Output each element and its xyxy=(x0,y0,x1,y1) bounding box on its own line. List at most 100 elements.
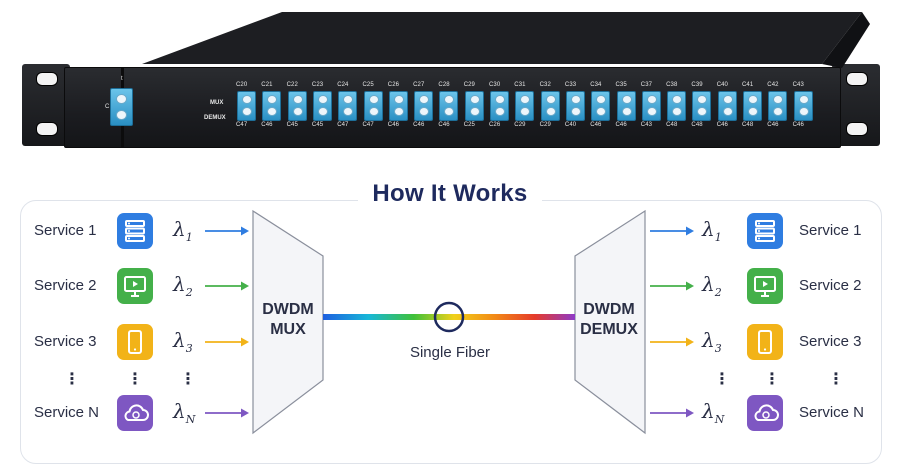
lc-duplex-port xyxy=(237,91,256,121)
mux-label-line1: DWDM xyxy=(262,301,314,318)
service-label-right: Service 2 xyxy=(799,277,862,294)
service-label-right: Service N xyxy=(799,404,865,421)
channel-label-bottom: C47 xyxy=(337,122,349,128)
lc-duplex-port xyxy=(515,91,535,121)
channel-label-top: C29 xyxy=(463,82,475,88)
lc-duplex-port xyxy=(641,91,661,121)
channel-label-bottom: C45 xyxy=(311,122,324,128)
channel-label-top: C27 xyxy=(413,82,425,88)
demux-label-line2: DEMUX xyxy=(580,321,638,338)
channel-label-bottom: C46 xyxy=(615,122,627,128)
lc-duplex-port xyxy=(262,91,282,121)
channel-label-bottom: C48 xyxy=(666,122,678,128)
vertical-ellipsis: ⋮ xyxy=(64,371,80,388)
channel-label-top: C43 xyxy=(792,82,804,88)
vertical-ellipsis: ⋮ xyxy=(828,371,844,388)
arrow-head xyxy=(241,281,249,291)
dwdm-demux-block xyxy=(574,209,646,435)
lambda-subscript: N xyxy=(714,413,725,426)
demux-label: DWDM DEMUX xyxy=(572,300,646,340)
lc-duplex-port xyxy=(692,91,712,121)
channel-label-bottom: C47 xyxy=(362,122,374,128)
channel-label-top: C38 xyxy=(666,82,678,88)
lambda-subscript: 3 xyxy=(185,342,193,355)
channel-label-top: C33 xyxy=(564,82,577,88)
channel-label-bottom: C40 xyxy=(564,122,577,128)
lc-duplex-port xyxy=(490,91,509,121)
channel-label-bottom: C46 xyxy=(387,122,400,128)
com-jack xyxy=(116,94,127,104)
server-icon xyxy=(747,213,783,249)
mux-side-label: MUX xyxy=(210,100,224,106)
lambda-subscript: 3 xyxy=(714,342,722,355)
arrow-head xyxy=(686,281,694,291)
lambda-label-left: λ3 xyxy=(173,328,193,355)
lambda-label-left: λ1 xyxy=(173,217,193,244)
arrow-head xyxy=(686,337,694,347)
demux-side-label: DEMUX xyxy=(204,115,226,121)
dwdm-mux-block xyxy=(252,209,324,435)
arrow-head xyxy=(686,408,694,418)
channel-label-top: C35 xyxy=(615,82,627,88)
lambda-label-left: λN xyxy=(173,399,196,426)
mount-hole xyxy=(846,72,868,86)
channel-label-top: C34 xyxy=(590,82,602,88)
channel-label-top: C31 xyxy=(514,82,526,88)
channel-label-top: C39 xyxy=(691,82,703,88)
service-label-left: Service 3 xyxy=(34,333,97,350)
lc-duplex-port xyxy=(565,91,585,121)
channel-label-bottom: C29 xyxy=(539,122,551,128)
lambda-label-right: λ1 xyxy=(702,217,722,244)
vertical-ellipsis: ⋮ xyxy=(764,371,780,388)
channel-label-bottom: C46 xyxy=(413,122,425,128)
mount-hole xyxy=(846,122,868,136)
channel-label-bottom: C46 xyxy=(438,122,450,128)
service-label-left: Service N xyxy=(34,404,100,421)
arrow-head xyxy=(686,226,694,236)
lc-duplex-port xyxy=(793,91,813,121)
channel-label-bottom: C29 xyxy=(514,122,526,128)
channel-label-top: C42 xyxy=(767,82,779,88)
lambda-label-right: λN xyxy=(702,399,725,426)
channel-label-bottom: C46 xyxy=(716,122,728,128)
channel-label-bottom: C46 xyxy=(767,122,779,128)
mux-label: DWDM MUX xyxy=(258,300,318,340)
com-port xyxy=(110,88,133,126)
channel-label-bottom: C48 xyxy=(742,122,754,128)
phone-icon xyxy=(117,324,153,360)
channel-label-top: C23 xyxy=(311,82,324,88)
com-label: t xyxy=(121,76,123,82)
lc-duplex-port xyxy=(414,91,434,121)
channel-label-bottom: C46 xyxy=(590,122,602,128)
cloud-icon xyxy=(747,395,783,431)
service-label-left: Service 2 xyxy=(34,277,97,294)
lc-duplex-port xyxy=(616,91,636,121)
arrow-head xyxy=(241,337,249,347)
vertical-ellipsis: ⋮ xyxy=(127,371,143,388)
lc-duplex-port xyxy=(464,91,484,121)
channel-label-top: C21 xyxy=(261,82,273,88)
lc-duplex-port xyxy=(540,91,560,121)
channel-label-bottom: C43 xyxy=(640,122,653,128)
lc-duplex-port xyxy=(439,91,459,121)
channel-label-top: C20 xyxy=(236,82,248,88)
single-fiber-label: Single Fiber xyxy=(409,344,491,361)
lambda-label-left: λ2 xyxy=(173,272,193,299)
channel-label-top: C26 xyxy=(387,82,400,88)
monitor-icon xyxy=(117,268,153,304)
channel-label-bottom: C45 xyxy=(286,122,298,128)
monitor-icon xyxy=(747,268,783,304)
phone-icon xyxy=(747,324,783,360)
lc-duplex-port xyxy=(388,91,408,121)
lambda-subscript: N xyxy=(185,413,196,426)
lc-duplex-port xyxy=(591,91,611,121)
vertical-ellipsis: ⋮ xyxy=(714,371,730,388)
chassis-top xyxy=(142,12,870,68)
diagram-title: How It Works xyxy=(0,180,900,208)
mux-label-line2: MUX xyxy=(270,321,306,338)
channel-label-bottom: C25 xyxy=(463,122,475,128)
channel-label-top: C30 xyxy=(489,82,501,88)
lc-duplex-port xyxy=(312,91,332,121)
